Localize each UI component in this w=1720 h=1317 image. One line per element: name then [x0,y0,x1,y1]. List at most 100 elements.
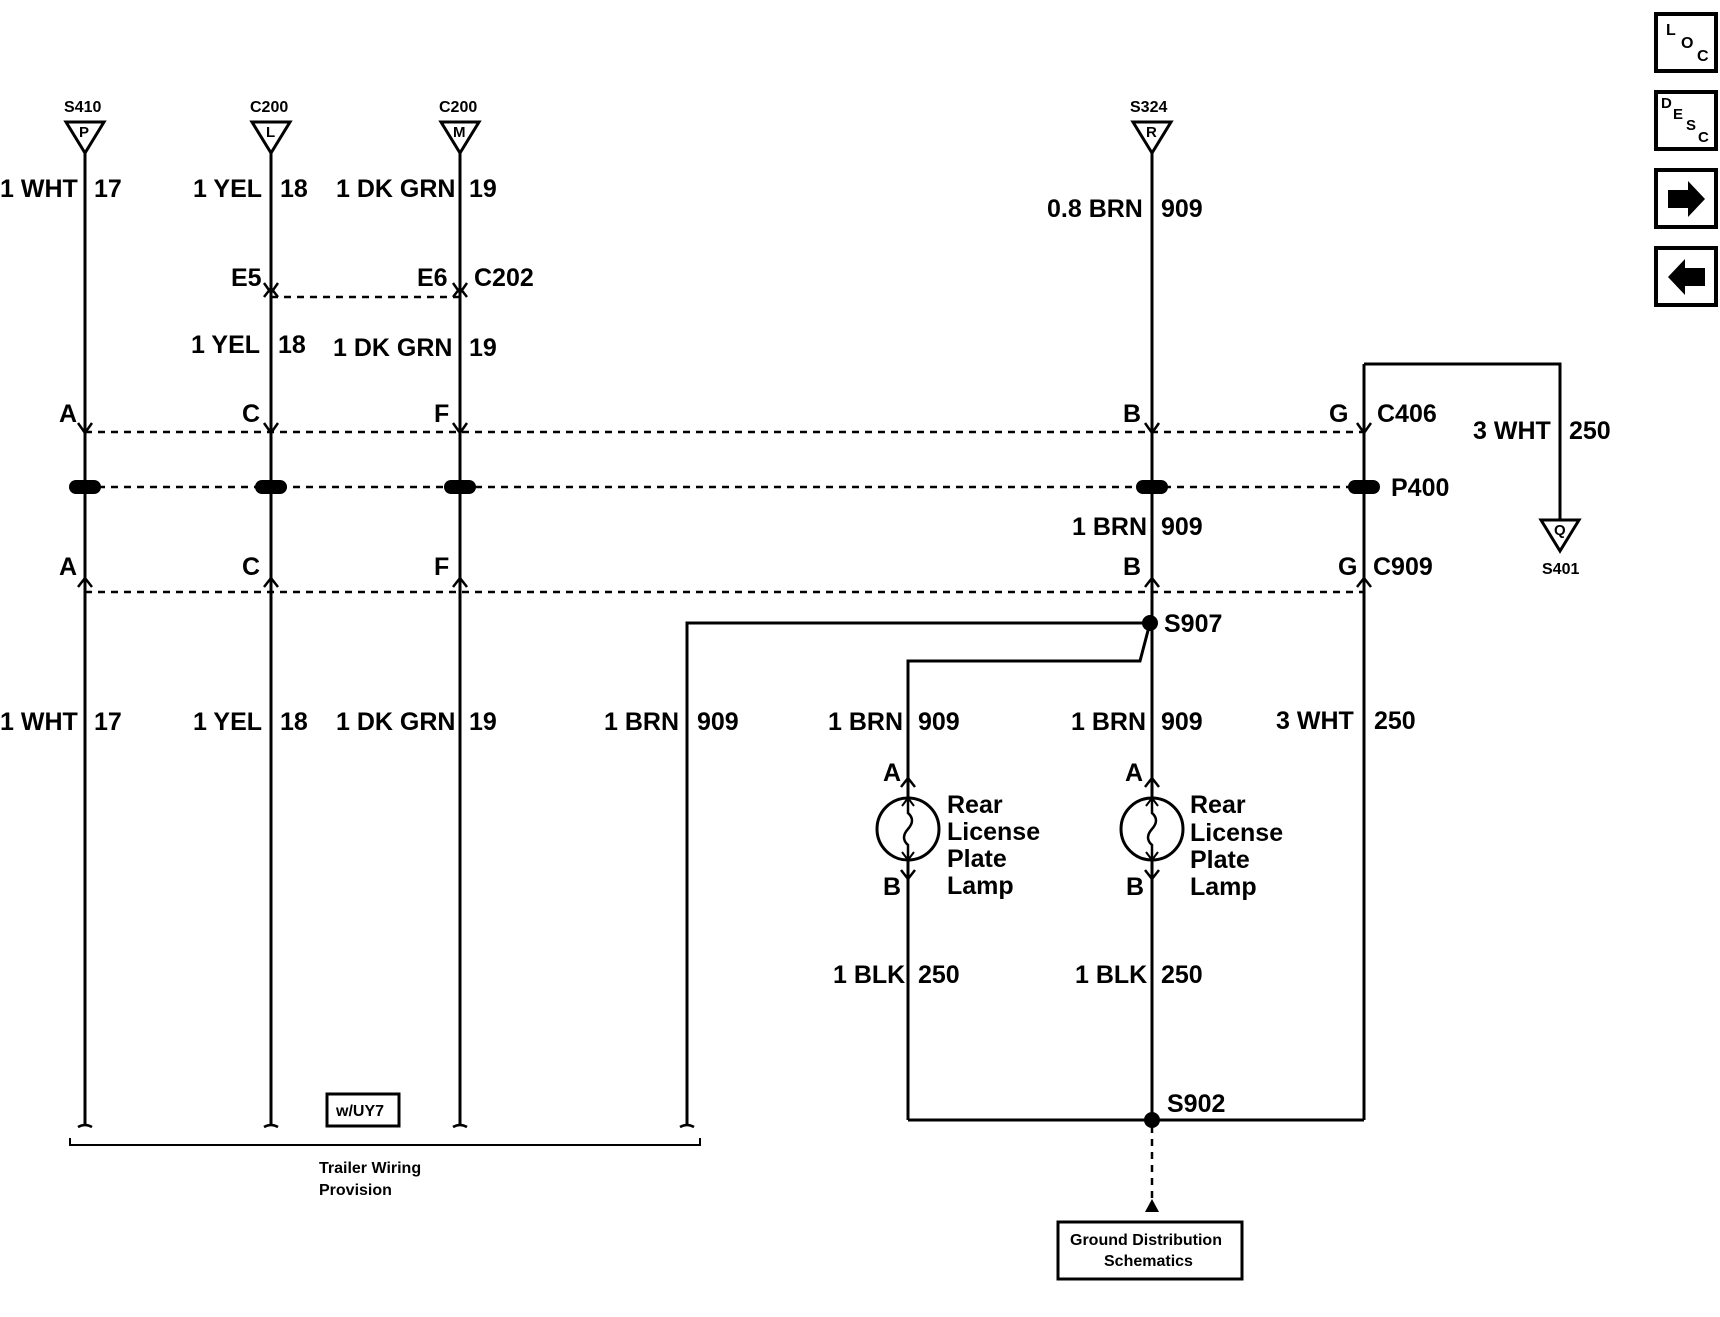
source-s324: S324 R [1130,99,1174,156]
source-pin: R [1146,124,1157,141]
wire-label: 1 YEL [193,175,262,203]
wire-label: 3 WHT [1473,417,1551,445]
left-arrow-icon [1668,259,1705,295]
option-label: w/UY7 [335,1103,384,1120]
wire-circuit: 18 [278,331,306,359]
wire-circuit: 19 [469,175,497,203]
wire-label: 1 YEL [193,708,262,736]
wire-label: 3 WHT [1276,707,1354,735]
wire-label: 1 BLK [833,961,905,989]
forward-button[interactable] [1654,168,1718,229]
wire-circuit: 909 [1161,195,1203,223]
lamp-name-line: License [1190,819,1283,847]
c202-connector: C202 [474,264,534,292]
wire-circuit: 250 [918,961,960,989]
ground-distribution-link[interactable]: Ground Distribution Schematics [1056,1220,1244,1281]
loc-letter-c: C [1697,48,1709,65]
source-label: S324 [1130,99,1167,116]
wire-label: 1 BRN [828,708,903,736]
wire-label: 1 BLK [1075,961,1147,989]
source-label: C200 [439,99,477,116]
wire-label: 0.8 BRN [1047,195,1143,223]
splice-pin: Q [1554,522,1566,539]
source-c200-m: C200 M [438,99,482,156]
c406-pin: G [1329,400,1348,428]
rear-license-plate-lamp-1: A B Rear License Plate Lamp 1 BLK 250 [833,759,1040,989]
desc-letter-s: S [1686,117,1696,134]
c909-pin: B [1123,553,1141,581]
desc-letter-e: E [1673,106,1683,123]
connector-chevrons [76,282,1373,882]
wire-label: 1 DK GRN [333,334,452,362]
loc-button[interactable]: L O C [1654,12,1718,73]
lamp-pin-a: A [883,759,901,787]
wire-circuit: 909 [918,708,960,736]
source-c200-l: C200 L [249,99,293,156]
source-pin: L [266,124,275,141]
source-s410: S410 P [63,99,107,156]
s907-splice-dot [1142,615,1158,631]
desc-button[interactable]: D E S C [1654,90,1718,151]
source-pin: M [453,124,466,141]
splice-s401: Q S401 [1538,518,1582,578]
c202-pin: E5 [231,264,262,292]
splice-label: S401 [1542,561,1579,578]
lamp-name-line: Rear [1190,791,1246,819]
c406-pin: A [59,400,77,428]
ground-ref-line: Schematics [1104,1253,1193,1270]
s902-label: S902 [1167,1090,1225,1118]
lamp-name-line: Plate [947,845,1007,873]
c909-pin: A [59,553,77,581]
p400-label: P400 [1391,474,1449,502]
wire-circuit: 250 [1161,961,1203,989]
lamp-name-line: Lamp [1190,873,1257,901]
rear-license-plate-lamp-2: A B Rear License Plate Lamp 1 BLK 250 [1075,759,1283,989]
wire-label: 1 BRN [604,708,679,736]
wire-label: 1 WHT [0,175,78,203]
wire-circuit: 19 [469,708,497,736]
trailer-caption-line: Trailer Wiring [319,1160,421,1177]
c406-connector: C406 [1377,400,1437,428]
wire-circuit: 18 [280,175,308,203]
wires [83,153,1562,1125]
source-label: S410 [64,99,101,116]
lamp-name-line: License [947,818,1040,846]
wire-circuit: 909 [1161,513,1203,541]
wire-circuit: 17 [94,708,122,736]
right-arrow-icon [1668,181,1705,217]
c202-pin: E6 [417,264,448,292]
wire-circuit: 17 [94,175,122,203]
source-pin: P [79,124,89,141]
wire-label: 1 WHT [0,708,78,736]
wire-label: 1 BRN [1071,708,1146,736]
s907-label: S907 [1164,610,1222,638]
wire-circuit: 18 [280,708,308,736]
p400-grommets [69,480,1380,494]
wire-circuit: 909 [697,708,739,736]
trailer-wiring-provision: w/UY7 Trailer Wiring Provision [69,1092,701,1199]
lamp-pin-a: A [1125,759,1143,787]
lamp-pin-b: B [1126,873,1144,901]
lamp-name-line: Plate [1190,846,1250,874]
wire-label: 1 BRN [1072,513,1147,541]
wire-circuit: 250 [1569,417,1611,445]
c909-pin: G [1338,553,1357,581]
c406-pin: C [242,400,260,428]
trailer-caption-line: Provision [319,1182,392,1199]
lamp-name-line: Lamp [947,872,1014,900]
source-label: C200 [250,99,288,116]
c909-pin: F [434,553,449,581]
desc-letter-d: D [1661,95,1672,112]
ground-ref-line: Ground Distribution [1070,1232,1222,1249]
lamp-name-line: Rear [947,791,1003,819]
wire-label: 1 DK GRN [336,708,455,736]
wire-label: 1 YEL [191,331,260,359]
wire-circuit: 909 [1161,708,1203,736]
c406-pin: F [434,400,449,428]
wire-circuit: 19 [469,334,497,362]
back-button[interactable] [1654,246,1718,307]
loc-letter-l: L [1666,22,1676,39]
s902-splice-dot [1144,1112,1160,1128]
